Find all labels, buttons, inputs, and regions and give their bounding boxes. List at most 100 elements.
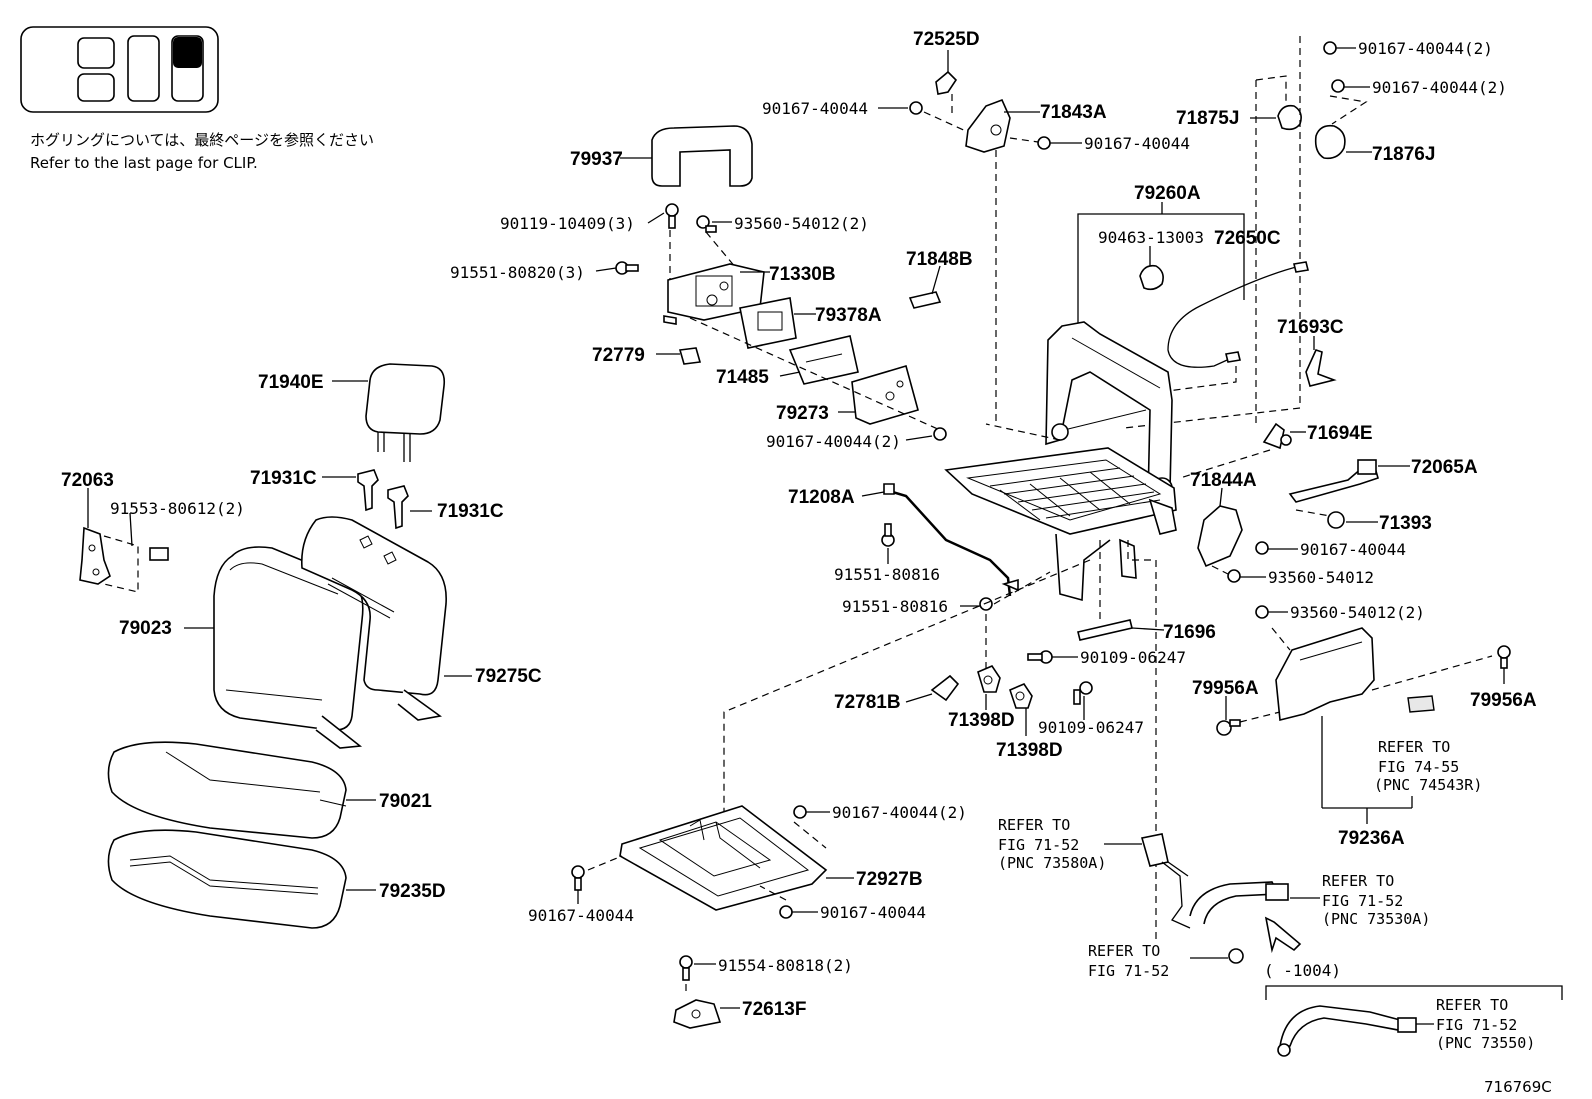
label-79937: 79937 xyxy=(570,149,623,170)
bushing-71398D-drawing xyxy=(977,665,1033,709)
label-72065A: 72065A xyxy=(1411,457,1478,478)
label-93560-54012: 93560-54012 xyxy=(1268,568,1374,587)
bar-71696-drawing xyxy=(1077,619,1133,641)
refer-fig-71-52-73530A: REFER TO FIG 71-52 (PNC 73530A) xyxy=(1322,872,1430,928)
label-79273: 79273 xyxy=(776,403,829,424)
label-79236A: 79236A xyxy=(1338,828,1405,849)
clip-note-english: Refer to the last page for CLIP. xyxy=(30,154,258,172)
bracket-72613F-drawing xyxy=(673,999,722,1029)
cover-71876J-drawing xyxy=(1314,124,1346,160)
cover-72781B-drawing xyxy=(930,674,960,702)
label-72927B: 72927B xyxy=(856,869,923,890)
label-72613F: 72613F xyxy=(742,999,806,1020)
bolt-91554-drawing xyxy=(679,955,693,981)
label-71848B: 71848B xyxy=(906,249,973,270)
base-plate-72927B-drawing xyxy=(619,805,828,911)
clip-71393-drawing xyxy=(1327,511,1345,529)
bolt-90167-far-right-2-drawing xyxy=(1331,79,1345,93)
strap-72065A-drawing xyxy=(1288,459,1379,503)
label-71844A: 71844A xyxy=(1190,470,1257,491)
bolt-90119-drawing xyxy=(665,203,679,229)
label-79378A: 79378A xyxy=(815,305,882,326)
bolt-90167-top-right-drawing xyxy=(1037,136,1051,150)
label-91551-80820: 91551-80820(3) xyxy=(450,263,585,282)
date-range-label: ( -1004) xyxy=(1264,961,1341,980)
cap-71848B-drawing xyxy=(908,291,942,309)
label-72779: 72779 xyxy=(592,345,645,366)
label-72063: 72063 xyxy=(61,470,114,491)
cover-79273-drawing xyxy=(851,365,919,425)
seat-cushion-cover-drawing xyxy=(107,741,347,839)
label-90167-40044-plate-left: 90167-40044 xyxy=(528,906,634,925)
headrest-drawing xyxy=(365,363,446,462)
screw-93560-71844A-drawing xyxy=(1227,569,1241,583)
cover-71875J-drawing xyxy=(1277,104,1302,131)
bracket-71485-drawing xyxy=(788,335,859,385)
seat-cushion-pad-drawing xyxy=(107,829,347,929)
seatback-cover-drawing xyxy=(213,546,364,749)
label-90167-40044-71844A: 90167-40044 xyxy=(1300,540,1406,559)
label-90109-06247-upper: 90109-06247 xyxy=(1080,648,1186,667)
lock-cover-drawing xyxy=(739,297,797,349)
label-91554-80818: 91554-80818(2) xyxy=(718,956,853,975)
label-91551-80816-lower: 91551-80816 xyxy=(842,597,948,616)
clip-79956A-right-drawing xyxy=(1497,645,1511,669)
bolt-90167-plate-left-drawing xyxy=(571,865,585,891)
cable-72650C-drawing xyxy=(1167,261,1309,368)
label-71393: 71393 xyxy=(1379,513,1432,534)
label-90167-40044-2-plate: 90167-40044(2) xyxy=(832,803,967,822)
label-90167-40044-2-b: 90167-40044(2) xyxy=(1372,78,1507,97)
refer-fig-71-52-73550: REFER TO FIG 71-52 (PNC 73550) xyxy=(1436,996,1535,1052)
label-71694E: 71694E xyxy=(1307,423,1373,444)
bolt-90167-far-right-1-drawing xyxy=(1323,41,1337,55)
label-71875J: 71875J xyxy=(1176,108,1239,129)
side-cover-79236A-drawing xyxy=(1275,627,1435,722)
label-71693C: 71693C xyxy=(1277,317,1344,338)
stopper-72779-drawing xyxy=(678,347,702,365)
screw-91551-80820-drawing xyxy=(615,261,639,275)
bolt-90109-upper-drawing xyxy=(1027,650,1053,664)
seat-frame-drawing xyxy=(944,321,1177,602)
label-79021: 79021 xyxy=(379,791,432,812)
label-90167-40044-top-right: 90167-40044 xyxy=(1084,134,1190,153)
bolt-90167-2-plate-drawing xyxy=(793,805,807,819)
label-71940E: 71940E xyxy=(258,372,324,393)
label-91551-80816-upper: 91551-80816 xyxy=(834,565,940,584)
label-79275C: 79275C xyxy=(475,666,542,687)
label-71931C-right: 71931C xyxy=(437,501,504,522)
label-91553-80612: 91553-80612(2) xyxy=(110,499,245,518)
label-90167-40044-top-left: 90167-40044 xyxy=(762,99,868,118)
rod-71208A-drawing xyxy=(883,483,1019,597)
refer-fig-71-52-73580A: REFER TO FIG 71-52 (PNC 73580A) xyxy=(998,816,1106,872)
label-79956A-left: 79956A xyxy=(1192,678,1259,699)
label-79956A-right: 79956A xyxy=(1470,690,1537,711)
hinge-cover-71844A-drawing xyxy=(1197,505,1243,568)
label-72650C: 72650C xyxy=(1214,228,1281,249)
label-71843A: 71843A xyxy=(1040,102,1107,123)
cover-72525D-drawing xyxy=(935,70,958,95)
label-72525D: 72525D xyxy=(913,29,980,50)
screw-91551-lower-drawing xyxy=(979,597,993,611)
bolt-90167-plate-right-drawing xyxy=(779,905,793,919)
screw-93560-drawing xyxy=(696,215,717,233)
cover-71693C-drawing xyxy=(1305,349,1337,387)
label-79023: 79023 xyxy=(119,618,172,639)
bolt-90109-lower-drawing xyxy=(1073,681,1093,705)
clip-79956A-left-drawing xyxy=(1216,719,1241,736)
hinge-cover-71843A-drawing xyxy=(965,98,1011,153)
lever-cover-drawing xyxy=(651,125,753,187)
label-90109-06247-lower: 90109-06247 xyxy=(1038,718,1144,737)
label-71330B: 71330B xyxy=(769,264,836,285)
label-71876J: 71876J xyxy=(1372,144,1435,165)
label-90119-10409: 90119-10409(3) xyxy=(500,214,635,233)
seat-position-indicator xyxy=(20,26,219,113)
label-71696: 71696 xyxy=(1163,622,1216,643)
bolt-90167-top-left-drawing xyxy=(909,101,923,115)
headrest-support-drawing xyxy=(357,469,409,530)
label-93560-54012-2: 93560-54012(2) xyxy=(734,214,869,233)
cover-71694E-drawing xyxy=(1262,422,1292,450)
label-90167-40044-plate-right: 90167-40044 xyxy=(820,903,926,922)
hinge-bracket-drawing xyxy=(79,526,169,585)
seatback-panel-drawing xyxy=(300,516,447,721)
